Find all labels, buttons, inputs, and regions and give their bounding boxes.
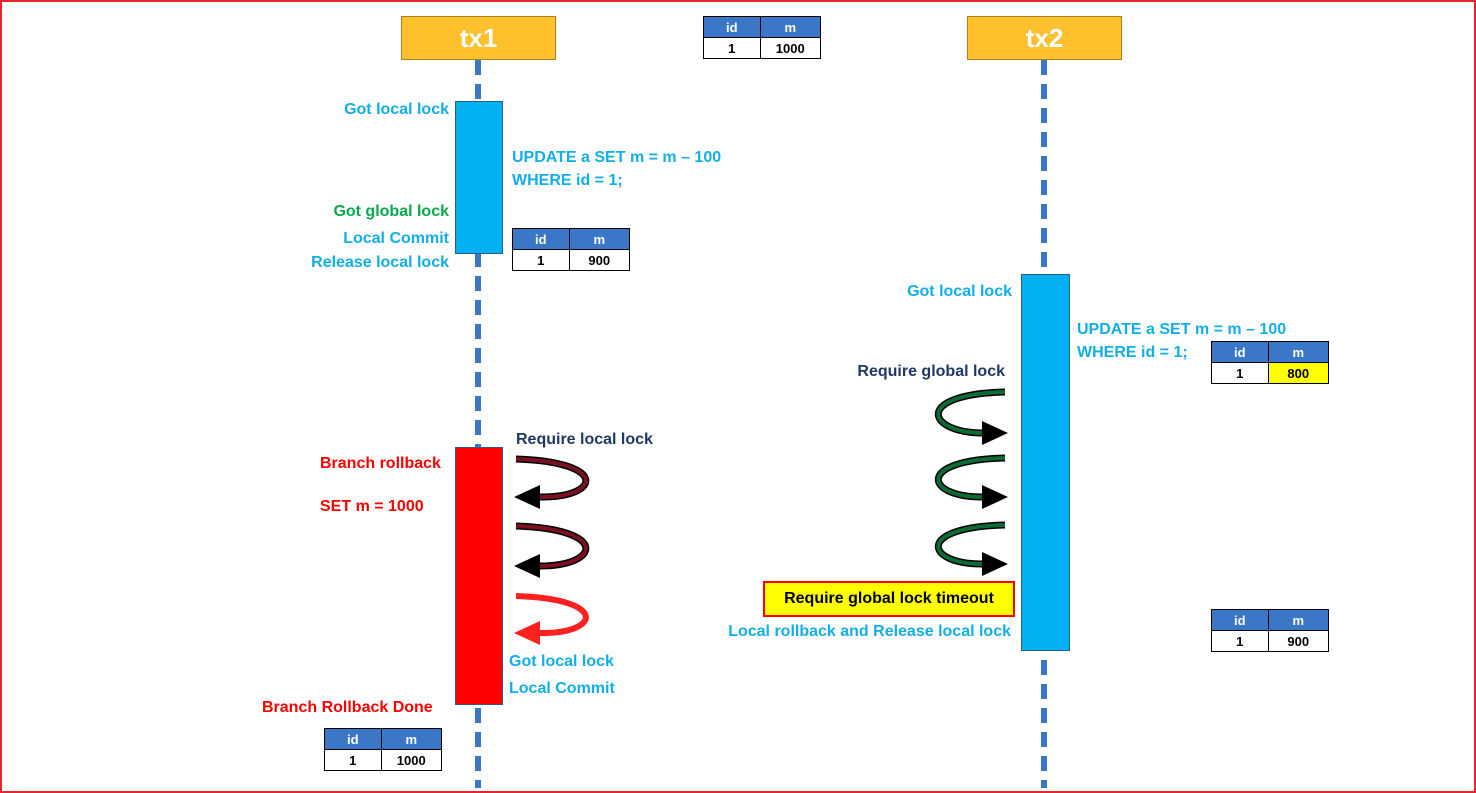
table-tx2-after-rollback: id m 1 900 — [1211, 609, 1329, 652]
table-tx1-after-update: id m 1 900 — [512, 228, 630, 271]
tx2-update-statement: UPDATE a SET m = m – 100 WHERE id = 1; — [1077, 318, 1286, 364]
tx1-got-local-lock: Got local lock — [344, 101, 449, 118]
retry-arrow-icon — [514, 455, 590, 509]
tx2-local-rollback: Local rollback and Release local lock — [728, 623, 1011, 640]
tx1-branch-rollback-done: Branch Rollback Done — [262, 699, 433, 716]
table-final: id m 1 1000 — [324, 728, 442, 771]
tx2-got-local-lock: Got local lock — [907, 283, 1012, 300]
tx2-require-global-lock: Require global lock — [857, 363, 1005, 380]
col-id-header: id — [725, 19, 738, 35]
col-id-header: id — [534, 231, 547, 247]
cell-id: 1 — [728, 40, 736, 56]
tx1-active-bar — [455, 101, 503, 254]
cell-id: 1 — [1236, 365, 1244, 381]
tx1-update-line1: UPDATE a SET m = m – 100 — [512, 149, 722, 166]
cell-m: 1000 — [380, 750, 441, 770]
col-m-header: m — [1267, 610, 1328, 630]
tx1-local-commit-2: Local Commit — [509, 680, 615, 697]
tx1-got-global-lock: Got global lock — [333, 203, 449, 220]
tx1-lifeline — [475, 60, 481, 788]
tx1-local-commit: Local Commit — [343, 230, 449, 247]
tx1-update-line2: WHERE id = 1; — [512, 172, 623, 189]
retry-arrow-icon — [934, 454, 1008, 509]
col-m-header: m — [759, 17, 820, 37]
retry-arrow-icon — [934, 388, 1008, 445]
tx2-update-line2: WHERE id = 1; — [1077, 344, 1188, 361]
tx1-branch-rollback: Branch rollback — [320, 455, 441, 472]
cell-m: 1000 — [759, 38, 820, 58]
tx1-update-statement: UPDATE a SET m = m – 100 WHERE id = 1; — [512, 146, 721, 192]
col-id-header: id — [1233, 344, 1246, 360]
table-tx2-after-update: id m 1 800 — [1211, 341, 1329, 384]
tx1-rollback-bar — [455, 447, 503, 705]
cell-id: 1 — [349, 752, 357, 768]
retry-arrow-icon — [934, 521, 1008, 576]
tx1-got-local-lock-2: Got local lock — [509, 653, 614, 670]
cell-m: 900 — [568, 250, 629, 270]
tx1-header: tx1 — [401, 16, 556, 60]
col-m-header: m — [380, 729, 441, 749]
col-id-header: id — [1233, 612, 1246, 628]
col-m-header: m — [1267, 342, 1328, 362]
tx2-active-bar — [1021, 274, 1070, 651]
table-initial: id m 1 1000 — [703, 16, 821, 59]
cell-m-highlighted: 800 — [1267, 363, 1328, 383]
tx1-set-m: SET m = 1000 — [320, 498, 424, 515]
tx1-require-local-lock: Require local lock — [516, 431, 653, 448]
col-id-header: id — [346, 731, 359, 747]
retry-arrow-icon — [514, 522, 590, 578]
cell-id: 1 — [537, 252, 545, 268]
tx2-header: tx2 — [967, 16, 1122, 60]
cell-m: 900 — [1267, 631, 1328, 651]
cell-id: 1 — [1236, 633, 1244, 649]
col-m-header: m — [568, 229, 629, 249]
tx2-update-line1: UPDATE a SET m = m – 100 — [1077, 321, 1287, 338]
tx1-release-local-lock: Release local lock — [311, 254, 449, 271]
tx2-timeout-box: Require global lock timeout — [763, 581, 1015, 617]
retry-arrow-icon — [514, 593, 589, 645]
